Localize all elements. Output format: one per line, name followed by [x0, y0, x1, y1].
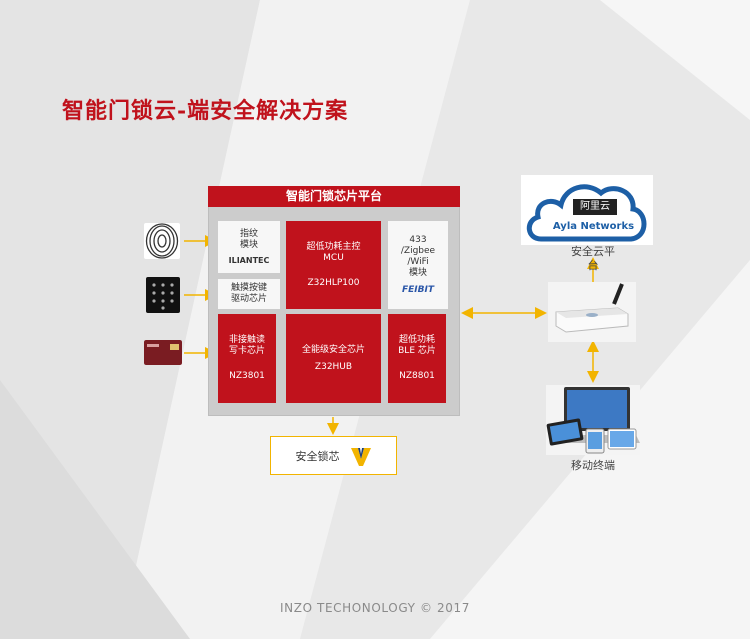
nfc-chip: 非接触读 写卡芯片 NZ3801	[218, 314, 276, 403]
mobile-caption: 移动终端	[571, 459, 615, 472]
mcu-chip: 超低功耗主控 MCU Z32HLP100	[286, 221, 381, 309]
mcu-code: Z32HLP100	[307, 277, 360, 288]
touch-driver-chip: 触摸按键 驱动芯片	[218, 279, 280, 309]
wireless-line3: /WiFi	[407, 256, 429, 267]
wireless-module: 433 /Zigbee /WiFi 模块 FEIBIT	[388, 221, 448, 309]
cloud-caption-line2: 台	[587, 259, 599, 272]
ayla-logo: Ayla Networks	[552, 221, 635, 232]
touch-driver-line2: 驱动芯片	[230, 294, 267, 304]
lock-core-box: 安全锁芯	[270, 436, 397, 475]
touch-driver-line1: 触摸按键	[230, 283, 267, 293]
page-title: 智能门锁云-端安全解决方案	[62, 98, 349, 124]
wireless-line4: 模块	[408, 267, 427, 278]
nfc-line2: 写卡芯片	[228, 346, 265, 356]
ble-line1: 超低功耗	[398, 335, 435, 345]
nfc-code: NZ3801	[229, 371, 265, 381]
security-line1: 全能级安全芯片	[301, 344, 365, 355]
fingerprint-module: 指纹 模块 ILIANTEC	[218, 221, 280, 273]
aliyun-logo: 阿里云IoT	[573, 199, 617, 228]
fingerprint-module-line2: 模块	[239, 239, 258, 250]
platform-header: 智能门锁芯片平台	[208, 186, 460, 207]
feibit-logo: FEIBIT	[402, 284, 434, 295]
footer-copyright: INZO TECHONOLOGY © 2017	[280, 601, 470, 615]
lock-core-label: 安全锁芯	[295, 449, 340, 463]
wireless-line2: /Zigbee	[400, 245, 436, 256]
access-card-icon	[144, 340, 182, 365]
mcu-line2: MCU	[323, 252, 344, 263]
wireless-line1: 433	[409, 234, 427, 245]
mobile-devices-icon	[546, 385, 640, 455]
gateway-router-icon	[548, 282, 636, 342]
keypad-icon	[146, 277, 180, 313]
ble-code: NZ8801	[399, 371, 435, 381]
ble-chip: 超低功耗 BLE 芯片 NZ8801	[388, 314, 446, 403]
ble-line2: BLE 芯片	[398, 346, 436, 356]
cloud-caption-line1: 安全云平	[571, 245, 615, 258]
v-logo-icon	[350, 447, 371, 466]
security-code: Z32HUB	[314, 361, 353, 372]
nfc-line1: 非接触读	[228, 335, 265, 345]
fingerprint-icon	[144, 223, 180, 259]
iliantec-logo: ILIANTEC	[228, 255, 270, 265]
mcu-line1: 超低功耗主控	[306, 241, 361, 252]
fingerprint-module-line1: 指纹	[239, 228, 258, 239]
security-chip: 全能级安全芯片 Z32HUB	[286, 314, 381, 403]
